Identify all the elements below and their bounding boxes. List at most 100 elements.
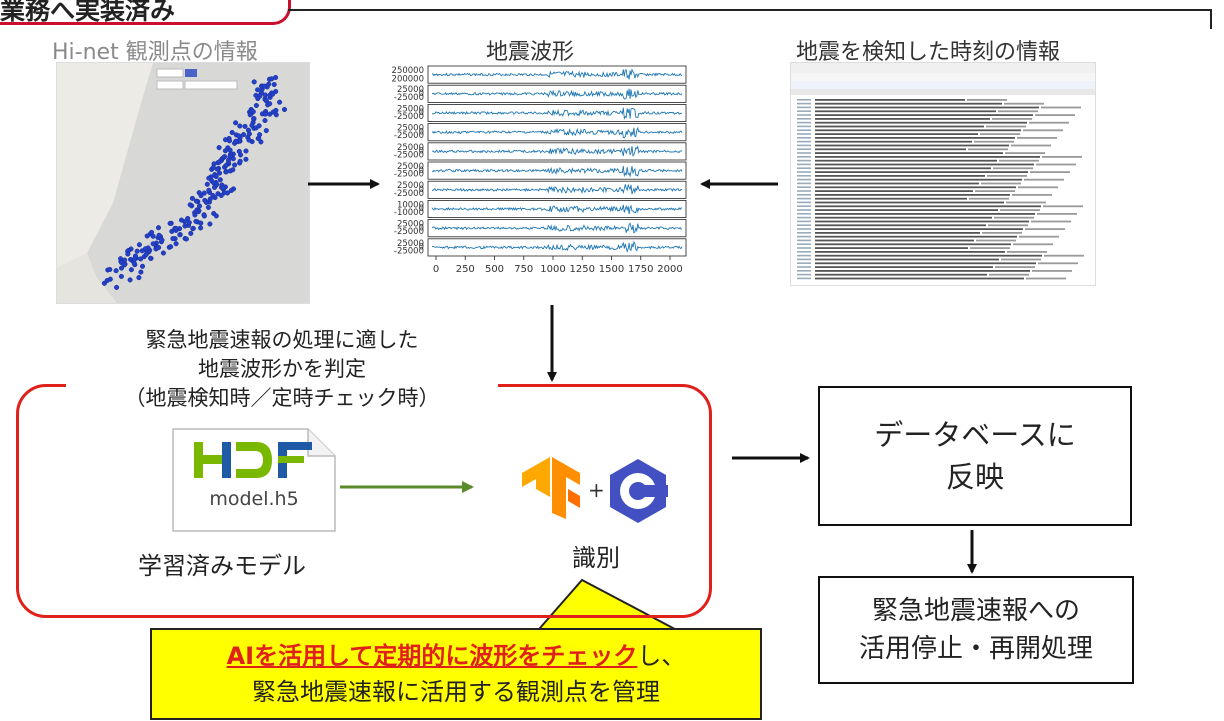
station-dot [143,251,149,258]
station-dot [198,193,204,199]
station-dot [188,230,194,236]
station-dot [173,225,179,231]
log-line-tail [1011,144,1051,147]
station-dot [114,284,120,290]
callout-suffix: し、 [637,642,686,670]
log-line [815,125,984,128]
log-line-tail [1038,262,1078,265]
log-line [815,239,974,242]
wave-xtick-label: 750 [514,264,533,275]
log-line-number [797,224,811,226]
log-line [815,258,999,261]
judge-line-1: 緊急地震速報の処理に適した [145,328,419,352]
station-dot [107,266,113,273]
station-dot [186,220,192,226]
log-line [815,121,1027,124]
ai-logos: + [522,455,682,523]
header-rule [288,9,1212,11]
wave-ytick-label: 0 [419,108,424,118]
station-dot [206,187,212,193]
station-dot [167,220,173,226]
log-line-tail [974,140,1014,143]
station-dot [144,233,150,239]
station-dot [247,112,253,118]
log-line-tail [1000,209,1040,211]
waveform-trace [431,183,683,195]
station-dot [150,241,156,247]
station-dot [173,241,179,247]
log-line [815,262,1036,265]
log-line-number [797,228,811,230]
judge-line-3: （地震検知時／定時チェック時） [124,386,440,410]
station-dot [125,251,131,257]
log-line-number [797,106,811,109]
station-dot [136,275,142,281]
log-line-number [797,140,811,143]
wave-ytick-label: -25000 [394,112,424,122]
station-dot [227,147,233,153]
wave-ytick-label: 250000 [392,66,424,76]
log-line-tail [1036,163,1076,166]
section-tab: 業務へ実装済み [0,0,291,25]
log-line-number [797,163,811,166]
wave-panel [427,84,687,103]
station-dot [250,109,256,115]
log-line-tail [981,182,1021,185]
wave-ytick-label: 0 [419,243,424,253]
log-line-tail [1031,220,1071,223]
station-dot [131,256,137,262]
station-dot [204,181,210,187]
station-dot [139,263,146,269]
station-dot [198,225,204,231]
wave-ytick-label: 25000 [397,85,424,95]
log-line-number [797,235,811,238]
log-line [815,148,966,151]
log-line-number [797,247,811,249]
log-line-tail [987,175,1027,177]
station-dot [216,145,222,151]
station-dot [205,204,211,210]
wave-panel [427,65,687,84]
log-line [815,235,1017,238]
wave-xtick-label: 0 [433,264,439,275]
log-line-tail [986,125,1026,128]
log-line-number [797,133,811,135]
wave-panel [427,199,687,218]
station-dot [142,246,148,252]
log-line-tail [992,118,1032,120]
station-dot [134,248,140,254]
log-line [815,201,1004,204]
log-line-tail [1044,254,1084,257]
log-line-tail [1013,243,1053,246]
log-line-tail [1019,235,1059,238]
log-line [815,232,980,234]
log-line-number [797,190,811,192]
log-line-number [797,178,811,181]
detect-title: 地震を検知した時刻の情報 [796,40,1061,65]
tensorflow-icon [522,457,580,519]
station-dot [271,81,277,88]
station-dot [243,156,249,162]
station-dot [233,138,239,144]
log-line-tail [1023,129,1063,132]
log-line-tail [970,247,1010,249]
log-line-number [797,197,811,200]
wave-ytick-label: -10000 [394,208,424,218]
log-line [815,114,1033,116]
station-dot [256,123,262,129]
wave-ytick-label: -25000 [394,150,424,160]
hinet-map-image [56,62,310,304]
log-line-tail [999,159,1039,162]
station-dot [270,91,276,97]
log-line-number [797,102,811,105]
log-line [815,190,973,192]
station-dot [237,158,243,164]
log-line [815,243,1011,246]
station-dot [211,210,217,217]
wave-ytick-label: -25000 [394,189,424,199]
log-line [815,216,992,219]
log-line-tail [975,190,1015,192]
wave-ytick-label: 0 [419,223,424,233]
log-line-tail [1042,156,1082,158]
